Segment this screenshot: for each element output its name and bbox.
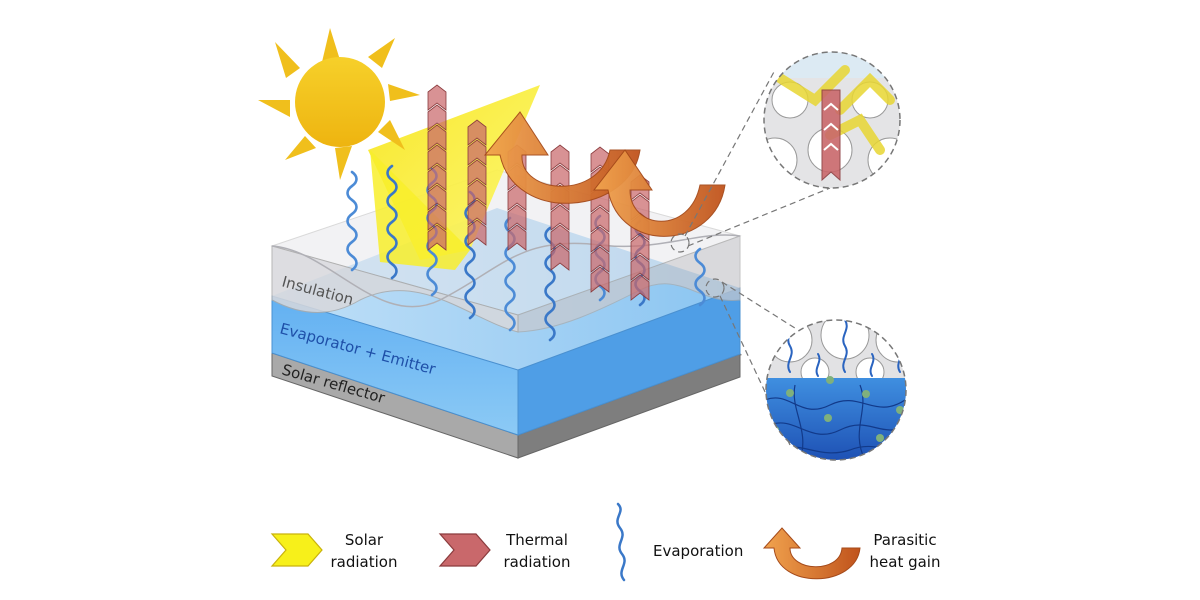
thermal-chevron bbox=[590, 266, 610, 293]
zoom-lines bbox=[670, 69, 831, 446]
thermal-chevron bbox=[427, 104, 447, 131]
legend-solar-item: Solar radiation bbox=[270, 531, 398, 571]
sun-icon bbox=[258, 28, 420, 180]
evaporator-side bbox=[517, 287, 741, 436]
legend-solar-line2: radiation bbox=[331, 553, 398, 571]
evaporation-icon bbox=[616, 502, 626, 582]
legend-parasitic-line2: heat gain bbox=[870, 553, 941, 571]
insulation-front bbox=[271, 245, 519, 333]
thermal-chevron bbox=[590, 246, 610, 273]
legend: Solar radiation Thermal radiation Evapor… bbox=[270, 502, 941, 582]
evaporation-wave bbox=[464, 190, 476, 320]
thermal-chevron bbox=[467, 159, 487, 186]
thermal-chevron bbox=[630, 234, 650, 261]
thermal-chevron bbox=[427, 124, 447, 151]
legend-solar-line1: Solar bbox=[345, 531, 384, 549]
thermal-chevron bbox=[550, 144, 570, 171]
legend-evaporation-line1: Evaporation bbox=[653, 542, 743, 560]
thermal-chevron bbox=[467, 139, 487, 166]
thermal-chevron bbox=[550, 224, 570, 251]
thermal-chevron bbox=[467, 119, 487, 146]
parasitic-arrows bbox=[483, 111, 726, 237]
legend-evaporation-item: Evaporation bbox=[616, 502, 743, 582]
legend-thermal-item: Thermal radiation bbox=[438, 531, 571, 571]
thermal-chevron bbox=[590, 226, 610, 253]
zoom-circle-evaporator bbox=[765, 319, 907, 461]
thermal-chevron bbox=[427, 164, 447, 191]
thermal-chevron bbox=[507, 224, 527, 251]
evaporation-wave bbox=[346, 170, 358, 272]
thermal-chevron bbox=[427, 204, 447, 231]
zoom-circle-insulation bbox=[763, 51, 901, 189]
slab bbox=[270, 169, 742, 459]
thermal-chevron bbox=[427, 144, 447, 171]
evaporation-wave bbox=[386, 164, 398, 280]
thermal-chevron bbox=[550, 244, 570, 271]
thermal-chevron bbox=[550, 204, 570, 231]
thermal-chevron bbox=[427, 224, 447, 251]
parasitic-arrow-2 bbox=[592, 149, 726, 237]
legend-thermal-line2: radiation bbox=[504, 553, 571, 571]
thermal-chevron bbox=[467, 179, 487, 206]
thermal-chevron bbox=[590, 206, 610, 233]
thermal-chevron bbox=[630, 254, 650, 281]
legend-parasitic-line1: Parasitic bbox=[873, 531, 936, 549]
evaporation-wave bbox=[694, 247, 706, 307]
thermal-chevron bbox=[427, 184, 447, 211]
thermal-chevron bbox=[507, 204, 527, 231]
legend-thermal-line1: Thermal bbox=[505, 531, 568, 549]
thermal-chevron bbox=[427, 84, 447, 111]
solar-radiation-icon bbox=[270, 533, 323, 567]
insulation-wave-surface bbox=[271, 234, 741, 308]
thermal-radiation-icon bbox=[438, 533, 491, 567]
thermal-chevron bbox=[550, 164, 570, 191]
thermal-chevron bbox=[467, 199, 487, 226]
thermal-chevron bbox=[467, 219, 487, 246]
legend-parasitic-item: Parasitic heat gain bbox=[762, 527, 941, 580]
parasitic-heat-gain-icon bbox=[762, 527, 861, 580]
thermal-chevron bbox=[630, 274, 650, 301]
